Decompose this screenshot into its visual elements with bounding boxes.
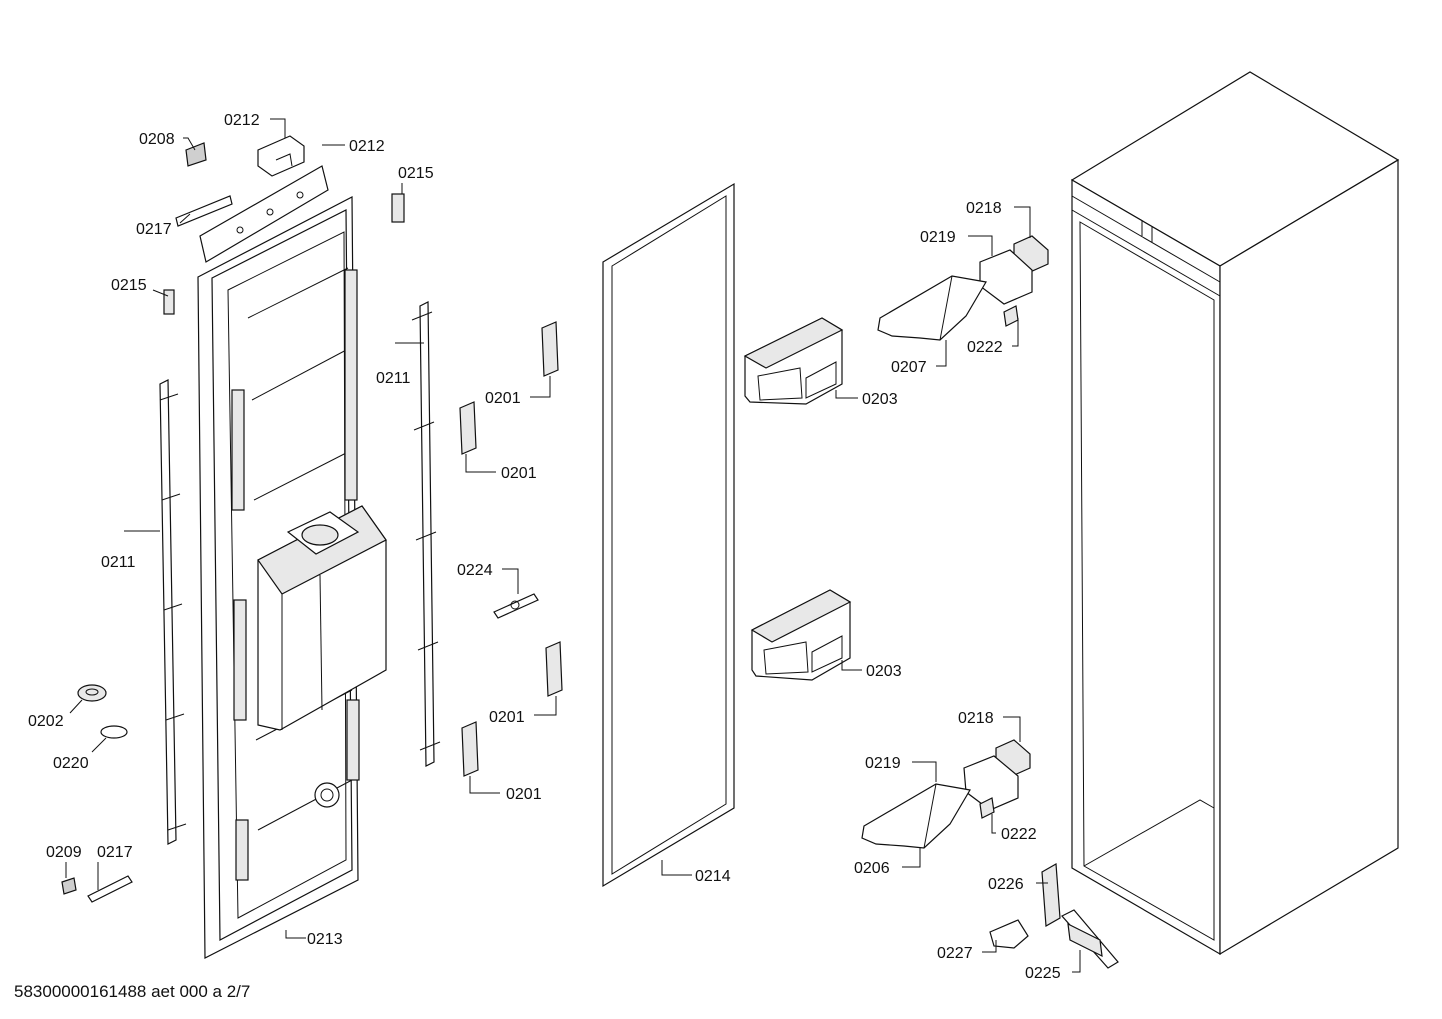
label-0201-a: 0201 xyxy=(485,390,521,407)
label-0209: 0209 xyxy=(46,844,82,861)
label-0207: 0207 xyxy=(891,359,927,376)
label-0222-upper: 0222 xyxy=(967,339,1003,356)
hinge-blocks-drawing xyxy=(459,321,563,777)
label-0227: 0227 xyxy=(937,945,973,962)
door-shelves-drawing xyxy=(743,317,852,681)
label-0217-top: 0217 xyxy=(136,221,172,238)
label-0212-plate: 0212 xyxy=(349,138,385,155)
label-0224: 0224 xyxy=(457,562,493,579)
label-0218-lower: 0218 xyxy=(958,710,994,727)
label-0208: 0208 xyxy=(139,131,175,148)
label-0212-cap: 0212 xyxy=(224,112,260,129)
label-0201-b: 0201 xyxy=(501,465,537,482)
label-0215-top: 0215 xyxy=(398,165,434,182)
label-0226: 0226 xyxy=(988,876,1024,893)
leader-lines xyxy=(65,118,1081,973)
label-0201-c: 0201 xyxy=(489,709,525,726)
label-0218-upper: 0218 xyxy=(966,200,1002,217)
label-0203-lower: 0203 xyxy=(866,663,902,680)
bottom-right-parts-drawing xyxy=(989,863,1119,969)
top-parts-drawing xyxy=(163,135,405,315)
label-0215-left: 0215 xyxy=(111,277,147,294)
label-0203-upper: 0203 xyxy=(862,391,898,408)
label-0220: 0220 xyxy=(53,755,89,772)
part-labels: 0208 0212 0212 0215 0217 0215 0211 0211 … xyxy=(28,112,1061,982)
label-0211-right: 0211 xyxy=(376,370,411,387)
lower-hinge-drawing xyxy=(861,739,1031,849)
label-0225: 0225 xyxy=(1025,965,1061,982)
label-0202: 0202 xyxy=(28,713,64,730)
label-0213: 0213 xyxy=(307,931,343,948)
document-id: 58300000161488 aet 000 a 2/7 xyxy=(14,982,250,1001)
upper-hinge-drawing xyxy=(877,235,1049,341)
label-0201-d: 0201 xyxy=(506,786,542,803)
label-0222-lower: 0222 xyxy=(1001,826,1037,843)
label-0217-bottom: 0217 xyxy=(97,844,133,861)
door-gasket-drawing xyxy=(602,182,735,888)
door-panel-drawing xyxy=(197,196,387,959)
small-parts-drawing xyxy=(61,684,133,903)
label-0219-upper: 0219 xyxy=(920,229,956,246)
side-rails-drawing xyxy=(159,301,441,845)
label-0214: 0214 xyxy=(695,868,731,885)
label-0211-left: 0211 xyxy=(101,554,136,571)
label-0219-lower: 0219 xyxy=(865,755,901,772)
cabinet-drawing xyxy=(1070,71,1400,956)
label-0206: 0206 xyxy=(854,860,890,877)
